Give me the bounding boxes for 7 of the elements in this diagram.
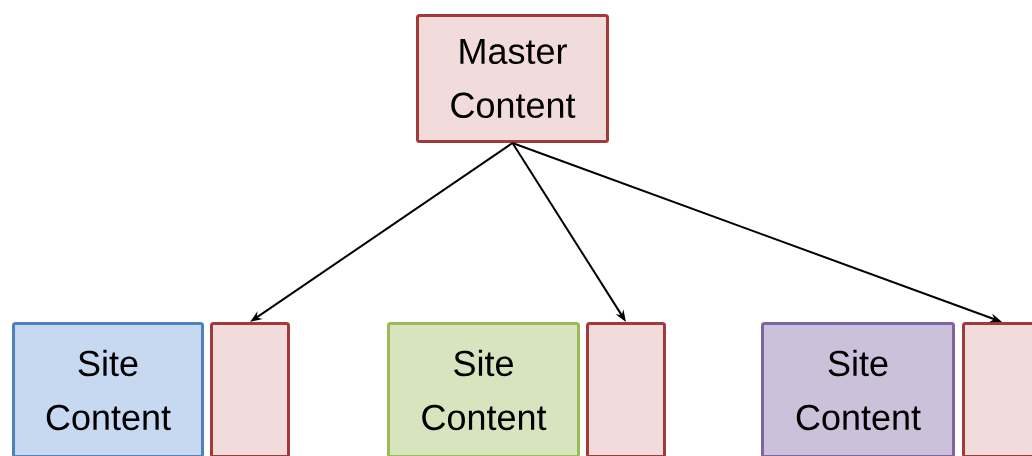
content-box: Master Content <box>416 14 609 143</box>
empty-box <box>586 322 666 456</box>
content-box: Site Content <box>387 322 580 456</box>
content-box: Site Content <box>12 322 204 456</box>
empty-box <box>210 322 290 456</box>
empty-box <box>962 322 1032 456</box>
content-box: Site Content <box>761 322 955 456</box>
